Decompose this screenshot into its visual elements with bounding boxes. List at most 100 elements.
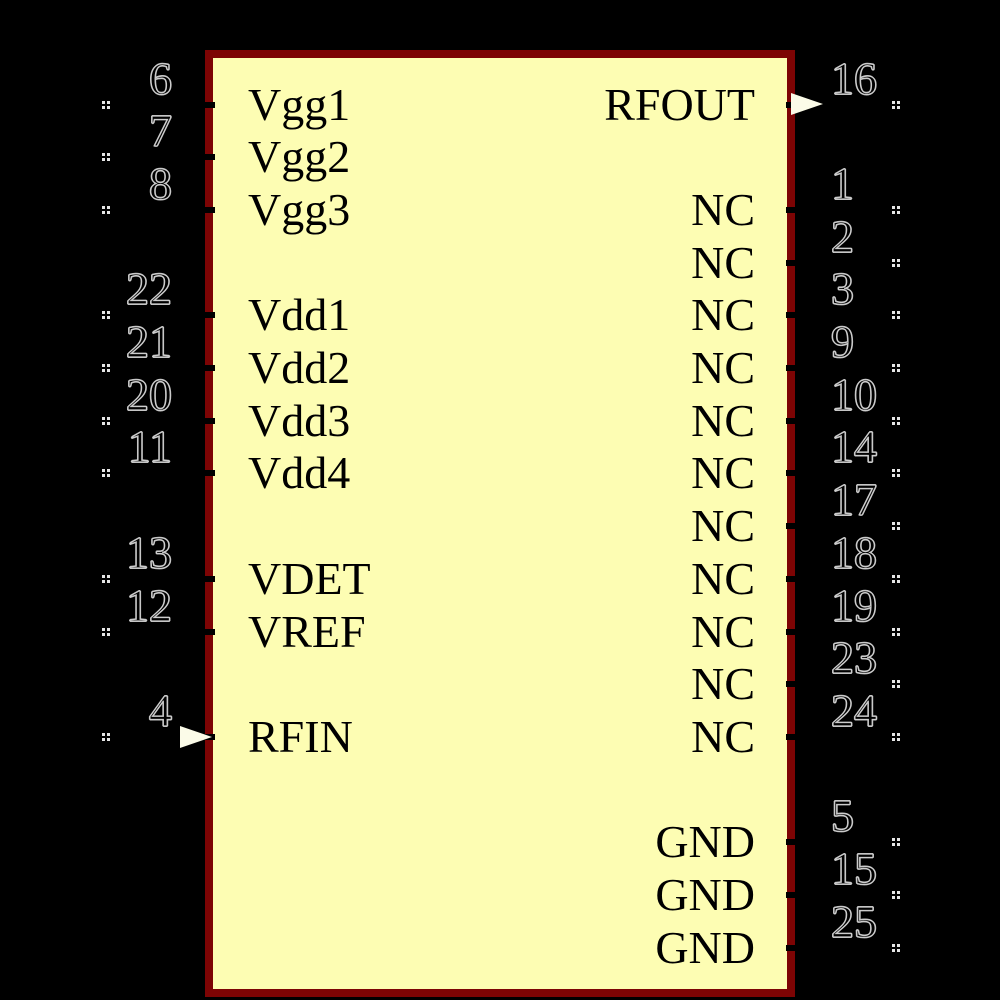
pin-number: 6 — [148, 53, 172, 104]
pin-number: 2 — [830, 211, 854, 262]
pin-connection-stub — [786, 734, 799, 740]
pin-connection-stub — [786, 681, 799, 687]
pin-endpoint-icon — [892, 259, 895, 262]
pin-number: 16 — [830, 53, 877, 104]
pin-name-label: RFOUT — [604, 79, 755, 130]
pin-connection-stub — [786, 365, 799, 371]
pin-endpoint-icon — [102, 469, 105, 472]
pin-number: 19 — [830, 580, 877, 631]
pin-connection-stub — [202, 102, 215, 108]
pin-endpoint-icon — [102, 364, 105, 367]
pin-endpoint-icon — [892, 522, 895, 525]
pin-number: 11 — [127, 421, 172, 472]
pin-endpoint-icon — [892, 575, 895, 578]
pin-number: 5 — [830, 790, 854, 841]
pin-name-label: GND — [655, 922, 755, 973]
pin-connection-stub — [786, 576, 799, 582]
pin-name-label: NC — [691, 395, 755, 446]
pin-name-label: Vdd3 — [248, 395, 351, 446]
pin-connection-stub — [202, 576, 215, 582]
pin-endpoint-icon — [892, 469, 895, 472]
pin-name-label: NC — [691, 553, 755, 604]
pin-number: 25 — [830, 896, 877, 947]
pin-number: 1 — [830, 158, 854, 209]
pin-connection-stub — [202, 312, 215, 318]
pin-endpoint-icon — [102, 417, 105, 420]
pin-endpoint-icon — [892, 364, 895, 367]
pin-endpoint-icon — [892, 944, 895, 947]
pin-connection-stub — [202, 154, 215, 160]
pin-connection-stub — [202, 629, 215, 635]
pin-number: 18 — [830, 527, 877, 578]
pin-endpoint-icon — [102, 311, 105, 314]
pin-endpoint-icon — [892, 733, 895, 736]
pin-name-label: Vgg2 — [248, 131, 351, 182]
pin-name-label: NC — [691, 184, 755, 235]
pin-number: 7 — [148, 105, 172, 156]
pin-number: 13 — [125, 527, 172, 578]
pin-direction-arrow-icon — [791, 93, 823, 115]
pin-connection-stub — [202, 470, 215, 476]
pin-connection-stub — [786, 260, 799, 266]
pin-name-label: VDET — [248, 553, 371, 604]
pin-connection-stub — [786, 470, 799, 476]
pin-number: 8 — [148, 158, 172, 209]
pin-number: 15 — [830, 843, 877, 894]
pin-endpoint-icon — [892, 838, 895, 841]
pin-number: 23 — [830, 632, 877, 683]
pin-connection-stub — [202, 365, 215, 371]
pin-connection-stub — [786, 523, 799, 529]
pin-number: 17 — [830, 474, 877, 525]
pin-number: 14 — [830, 421, 877, 472]
pin-number: 3 — [830, 263, 854, 314]
pin-number: 4 — [148, 685, 172, 736]
pin-connection-stub — [786, 629, 799, 635]
pin-endpoint-icon — [892, 311, 895, 314]
pin-name-label: NC — [691, 711, 755, 762]
pin-name-label: GND — [655, 816, 755, 867]
pin-name-label: VREF — [248, 606, 366, 657]
pin-direction-arrow-icon — [180, 726, 212, 748]
pin-number: 9 — [830, 316, 854, 367]
pin-endpoint-icon — [892, 680, 895, 683]
pin-name-label: NC — [691, 447, 755, 498]
pin-endpoint-icon — [892, 891, 895, 894]
pin-name-label: NC — [691, 289, 755, 340]
pin-connection-stub — [202, 418, 215, 424]
ic-symbol-body[interactable] — [205, 50, 795, 997]
pin-connection-stub — [202, 207, 215, 213]
pin-endpoint-icon — [892, 101, 895, 104]
pin-endpoint-icon — [102, 628, 105, 631]
pin-name-label: NC — [691, 658, 755, 709]
pin-name-label: NC — [691, 606, 755, 657]
pin-endpoint-icon — [892, 206, 895, 209]
pin-name-label: Vdd1 — [248, 289, 351, 340]
pin-endpoint-icon — [892, 628, 895, 631]
pin-connection-stub — [786, 418, 799, 424]
pin-name-label: NC — [691, 342, 755, 393]
pin-name-label: RFIN — [248, 711, 353, 762]
pin-number: 12 — [125, 580, 172, 631]
pin-number: 22 — [125, 263, 172, 314]
pin-endpoint-icon — [102, 153, 105, 156]
pin-number: 21 — [125, 316, 172, 367]
pin-name-label: NC — [691, 500, 755, 551]
pin-name-label: GND — [655, 869, 755, 920]
pin-endpoint-icon — [892, 417, 895, 420]
pin-name-label: Vgg1 — [248, 79, 351, 130]
pin-name-label: Vgg3 — [248, 184, 351, 235]
pin-connection-stub — [786, 945, 799, 951]
pin-endpoint-icon — [102, 101, 105, 104]
pin-endpoint-icon — [102, 575, 105, 578]
pin-connection-stub — [786, 892, 799, 898]
pin-endpoint-icon — [102, 206, 105, 209]
pin-number: 10 — [830, 369, 877, 420]
pin-connection-stub — [786, 312, 799, 318]
pin-name-label: Vdd2 — [248, 342, 351, 393]
pin-endpoint-icon — [102, 733, 105, 736]
pin-number: 24 — [830, 685, 877, 736]
pin-connection-stub — [786, 207, 799, 213]
pin-connection-stub — [786, 839, 799, 845]
pin-number: 20 — [125, 369, 172, 420]
